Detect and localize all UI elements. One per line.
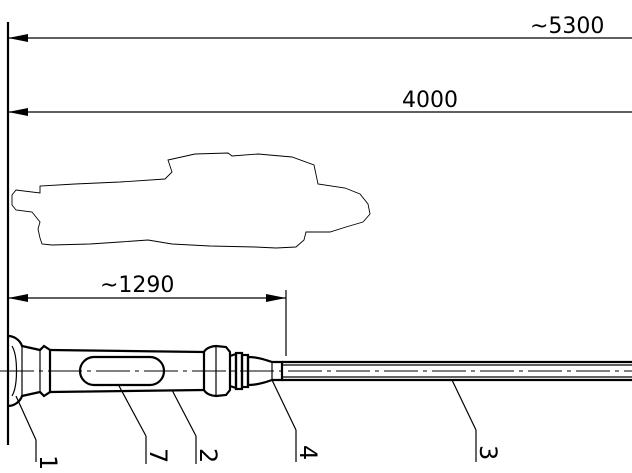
pole-assembly: [0, 334, 632, 408]
part-label-1: 1: [34, 455, 62, 470]
part-label-7: 7: [144, 448, 172, 463]
part-callout-3: 3: [451, 379, 502, 462]
dimension-overall-label: ~5300: [530, 14, 604, 39]
part-label-4: 4: [294, 445, 322, 460]
part-callout-1: 1: [15, 395, 62, 470]
part-callout-4: 4: [271, 379, 322, 462]
dimension-handle-label: ~1290: [100, 273, 174, 298]
dimension-silhouette: 4000: [8, 88, 632, 116]
part-callout-2: 2: [171, 389, 222, 464]
dimension-silhouette-label: 4000: [402, 88, 458, 113]
dimension-handle: ~1290: [8, 273, 287, 356]
dimension-overall: ~5300: [8, 14, 632, 42]
part-label-3: 3: [474, 445, 502, 460]
part-label-2: 2: [194, 448, 222, 463]
part-callout-7: 7: [117, 383, 172, 464]
human-silhouette: [11, 152, 371, 249]
